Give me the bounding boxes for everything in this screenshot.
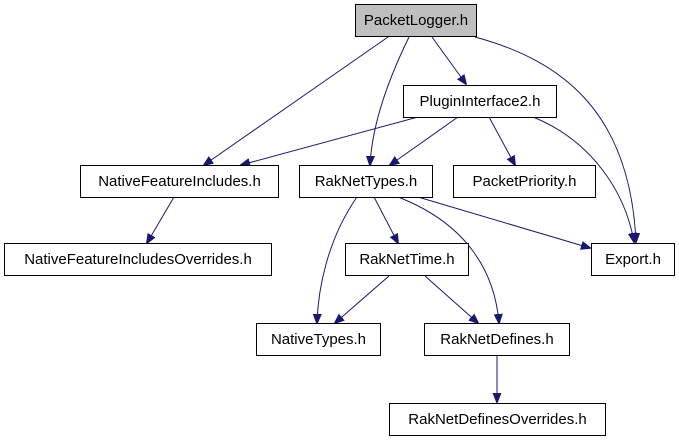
edge-plugininterface2-nativefeatureincludes [241,116,419,165]
node-packetlogger-label: PacketLogger.h [364,12,468,29]
node-nativefeatureincludesoverrides[interactable]: NativeFeatureIncludesOverrides.h [4,243,272,276]
edge-plugininterface2-export [532,116,634,242]
edge-nativefeatureincludes-overrides [147,196,175,243]
edge-packetlogger-plugininterface2 [431,36,466,84]
edge-raknettime-nativetypes [335,275,390,323]
node-raknetdefinesoverrides[interactable]: RakNetDefinesOverrides.h [389,403,606,436]
node-raknettime[interactable]: RakNetTime.h [345,243,469,276]
edge-raknettypes-nativetypes [317,196,358,323]
edge-packetlogger-nativefeatureincludes [204,36,389,165]
node-raknettypes[interactable]: RakNetTypes.h [299,165,433,198]
node-nativefeatureincludes-label: NativeFeatureIncludes.h [98,173,261,190]
node-packetlogger[interactable]: PacketLogger.h [355,4,477,37]
node-nativefeatureincludes[interactable]: NativeFeatureIncludes.h [80,165,279,198]
edge-plugininterface2-raknettypes [390,116,459,165]
node-raknetdefines-label: RakNetDefines.h [440,331,553,348]
edge-packetlogger-export [474,36,636,242]
node-packetpriority[interactable]: PacketPriority.h [453,165,596,198]
node-packetpriority-label: PacketPriority.h [473,173,577,190]
node-raknettime-label: RakNetTime.h [359,251,454,268]
node-raknetdefines[interactable]: RakNetDefines.h [424,323,570,356]
node-nativetypes[interactable]: NativeTypes.h [256,323,381,356]
edge-packetlogger-raknettypes [370,36,410,165]
node-nativefeatureincludesoverrides-label: NativeFeatureIncludesOverrides.h [24,251,252,268]
node-plugininterface2[interactable]: PluginInterface2.h [403,85,557,118]
edge-raknettime-raknetdefines [424,275,478,323]
node-nativetypes-label: NativeTypes.h [271,331,366,348]
edge-raknettypes-raknettime [373,196,398,243]
node-export[interactable]: Export.h [591,243,675,276]
node-plugininterface2-label: PluginInterface2.h [420,93,541,110]
edge-plugininterface2-packetpriority [488,116,515,165]
node-raknetdefinesoverrides-label: RakNetDefinesOverrides.h [408,411,586,428]
edges [147,36,636,402]
node-raknettypes-label: RakNetTypes.h [315,173,418,190]
edge-raknettypes-raknetdefines [397,196,499,323]
edge-raknettypes-export [417,196,590,248]
node-export-label: Export.h [605,251,661,268]
